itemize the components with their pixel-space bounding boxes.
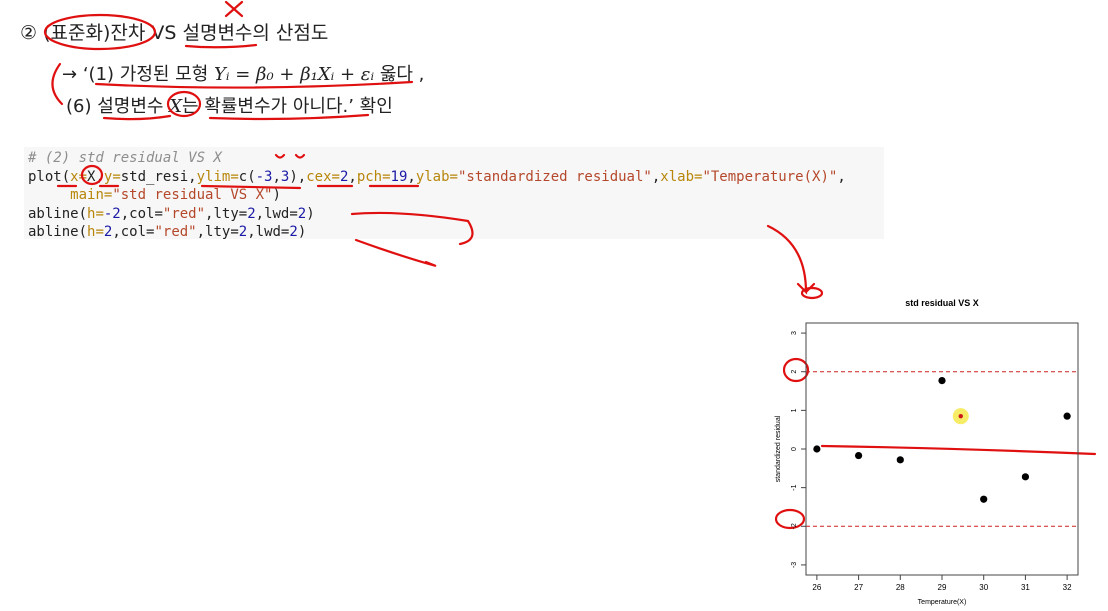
annotation-circle-top (800, 286, 824, 300)
annotation-arrow-to-chart (766, 224, 816, 295)
x-tick-label: 31 (1021, 583, 1030, 592)
x-tick-label: 28 (896, 583, 905, 592)
heading-explanatory-variable: 설명변수 (182, 22, 253, 44)
annotation-cross-mark (224, 0, 244, 18)
heading-residual: (표준화)잔차 (43, 22, 146, 44)
model-formula: Yᵢ = β₀ + β₁Xᵢ + εᵢ (214, 64, 375, 85)
y-tick-label: 2 (791, 370, 798, 374)
note-line-2-a: (6) 설명변수 (66, 96, 164, 117)
data-point (980, 495, 988, 503)
annotation-squiggle-1 (350, 211, 474, 246)
data-point (896, 456, 904, 464)
arrow-glyph: → (62, 64, 78, 85)
y-tick-label: -2 (791, 523, 798, 529)
note-line-1-prefix: ‘(1) 가정된 모형 (82, 64, 209, 85)
heading-scatter: 의 산점도 (252, 22, 329, 44)
note-line-1-suffix: 옳다 , (379, 64, 425, 85)
annotation-squiggle-2 (354, 238, 437, 268)
data-point (1021, 473, 1030, 481)
y-tick-label: 3 (791, 331, 798, 335)
slide-heading: ② (표준화)잔차 VS 설명변수의 산점도 (20, 18, 328, 45)
annotation-underline-explanatory-2 (102, 114, 172, 121)
heading-vs: VS (151, 22, 177, 44)
note-line-2: (6) 설명변수 X는 확률변수가 아니다.’ 확인 (66, 92, 393, 118)
x-tick-label: 32 (1063, 583, 1072, 592)
highlighted-point (958, 413, 963, 419)
annotation-circle-ym2 (774, 508, 806, 530)
annotation-circle-y2 (782, 357, 810, 383)
y-axis-label: standardized residual (775, 415, 782, 482)
y-tick-label: 0 (791, 447, 798, 451)
annotation-underline-explanatory (184, 43, 258, 49)
annotation-underline-plot (56, 184, 420, 190)
annotation-trend-line (820, 444, 1097, 456)
annotation-circle-residual (43, 13, 157, 51)
annotation-ticks (274, 153, 306, 159)
y-tick-label: -1 (791, 484, 798, 490)
x-axis-label: Temperature(X) (918, 599, 967, 606)
r-code-block: # (2) std residual VS X plot(x=X,y=std_r… (24, 147, 884, 240)
annotation-circle-x (166, 90, 202, 118)
x-tick-label: 30 (979, 583, 988, 592)
x-tick-label: 29 (938, 583, 947, 592)
annotation-underline-random (208, 113, 370, 121)
data-point (854, 451, 863, 460)
annotation-bracket (51, 62, 64, 106)
y-tick-label: -3 (791, 562, 798, 568)
annotation-circle-x-arg (80, 164, 104, 186)
y-tick-label: 1 (791, 408, 798, 412)
x-tick-label: 26 (812, 583, 821, 592)
data-point (1063, 412, 1071, 420)
annotation-underline-model (94, 80, 414, 89)
code-comment: # (2) std residual VS X (28, 150, 222, 166)
code-text: # (2) std residual VS X plot(x=X,y=std_r… (28, 150, 846, 240)
note-line-2-b: 는 확률변수가 아니다.’ 확인 (182, 96, 393, 117)
data-point (813, 445, 821, 453)
heading-number: ② (20, 22, 38, 44)
x-tick-label: 27 (854, 583, 863, 592)
chart-title: std residual VS X (905, 298, 979, 308)
plot-box (805, 322, 1079, 576)
scatter-plot: std residual VS X 26 27 28 29 30 31 32 -3 -2 -1 0 1 2… (775, 298, 1079, 606)
data-point (938, 377, 946, 385)
note-line-1: → ‘(1) 가정된 모형 Yᵢ = β₀ + β₁Xᵢ + εᵢ 옳다 , (62, 60, 424, 86)
